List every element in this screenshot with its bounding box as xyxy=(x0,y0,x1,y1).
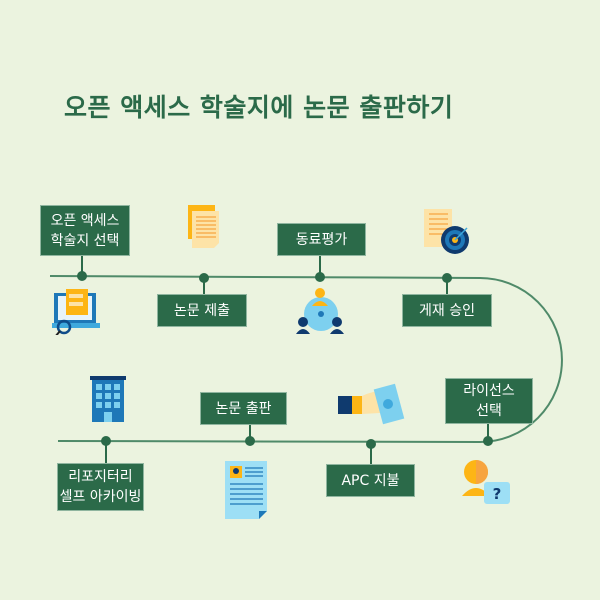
timeline-dot xyxy=(77,271,87,281)
target-document-icon xyxy=(424,209,469,254)
step-peer-review: 동료평가 xyxy=(277,223,366,256)
hand-money-icon xyxy=(338,383,405,425)
step-apc-payment: APC 지불 xyxy=(326,464,415,497)
person-question-icon: ? xyxy=(462,460,510,504)
step-acceptance: 게재 승인 xyxy=(402,294,492,327)
page-title: 오픈 액세스 학술지에 논문 출판하기 xyxy=(64,93,454,122)
document-icon xyxy=(188,205,219,248)
timeline-dot xyxy=(101,436,111,446)
step-publish: 논문 출판 xyxy=(200,392,287,425)
timeline-dot xyxy=(315,272,325,282)
timeline-dot xyxy=(245,436,255,446)
step-self-archiving: 리포지터리 셀프 아카이빙 xyxy=(57,463,144,511)
step-submit-paper: 논문 제출 xyxy=(157,294,247,327)
peer-network-icon xyxy=(296,288,344,334)
step-license: 라이선스 선택 xyxy=(445,378,533,424)
laptop-search-icon xyxy=(52,289,100,335)
article-icon xyxy=(225,461,267,519)
timeline-dot xyxy=(366,439,376,449)
timeline-dot xyxy=(442,273,452,283)
svg-text:?: ? xyxy=(493,485,502,503)
timeline-dot xyxy=(483,436,493,446)
timeline-dot xyxy=(199,273,209,283)
step-select-journal: 오픈 액세스 학술지 선택 xyxy=(40,205,130,256)
building-icon xyxy=(90,376,126,422)
